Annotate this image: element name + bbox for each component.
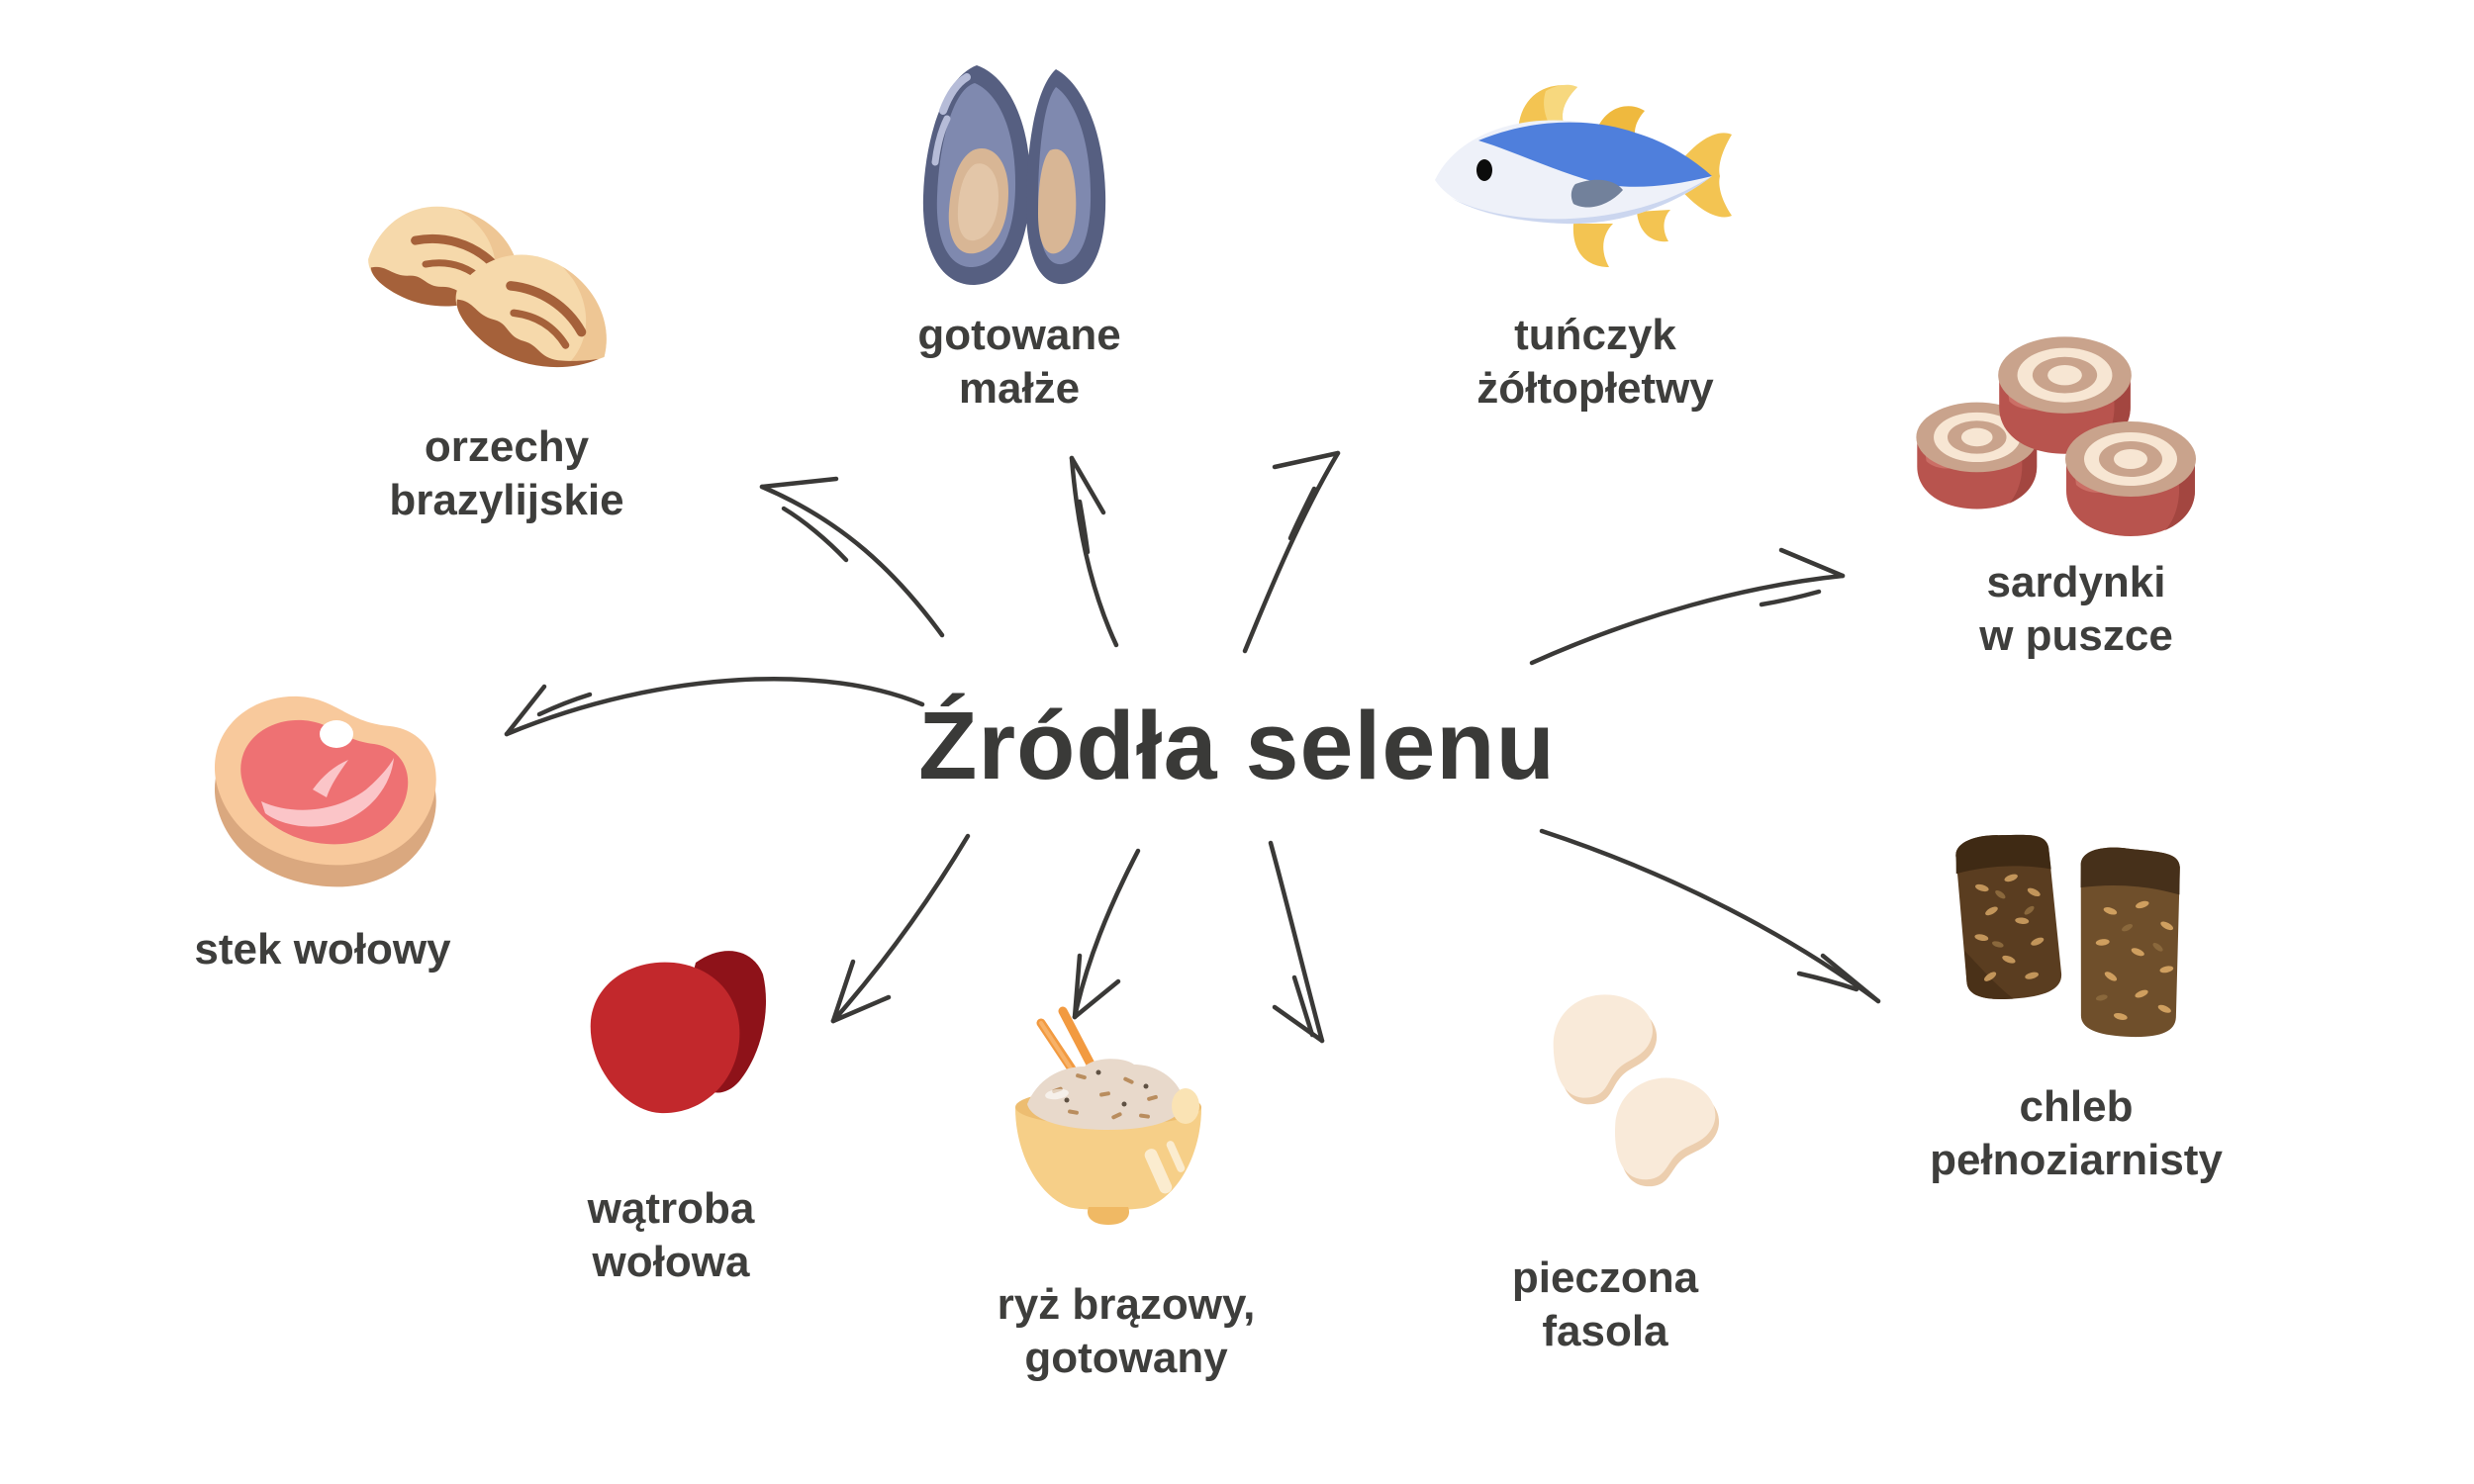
label-brazil-nuts: orzechy brazylijskie — [389, 422, 624, 524]
beef-steak-icon — [196, 671, 463, 913]
label-liver: wątroba wołowa — [587, 1184, 755, 1286]
label-steak: stek wołowy — [194, 925, 451, 974]
mussels-icon — [915, 59, 1118, 292]
label-beans: pieczona fasola — [1511, 1253, 1699, 1355]
label-sardines: sardynki w puszce — [1979, 558, 2173, 660]
arrow-to-rice — [1072, 848, 1141, 1020]
arrow-to-beans — [1268, 840, 1325, 1044]
arrow-to-steak — [504, 676, 925, 737]
brazil-nuts-icon — [364, 170, 626, 422]
label-mussels: gotowane małże — [917, 311, 1121, 413]
arrow-to-mussels — [1069, 455, 1119, 648]
tuna-fish-icon — [1427, 77, 1734, 275]
diagram-title: Źródła selenu — [918, 692, 1556, 799]
label-tuna: tuńczyk żółtopłetwy — [1476, 311, 1714, 413]
arrow-to-liver — [830, 833, 971, 1024]
label-bread: chleb pełnoziarnisty — [1930, 1082, 2223, 1184]
wholegrain-bread-icon — [1945, 829, 2202, 1052]
baked-beans-icon — [1492, 991, 1725, 1199]
sardine-rolls-icon — [1908, 315, 2239, 547]
beef-liver-icon — [579, 935, 782, 1128]
arrow-to-tuna — [1242, 450, 1341, 654]
arrow-to-brazil-nuts — [759, 476, 945, 638]
rice-bowl-icon — [998, 1001, 1220, 1239]
arrow-to-sardines — [1529, 547, 1846, 666]
label-rice: ryż brązowy, gotowany — [997, 1280, 1256, 1382]
arrow-to-bread — [1539, 828, 1881, 1004]
